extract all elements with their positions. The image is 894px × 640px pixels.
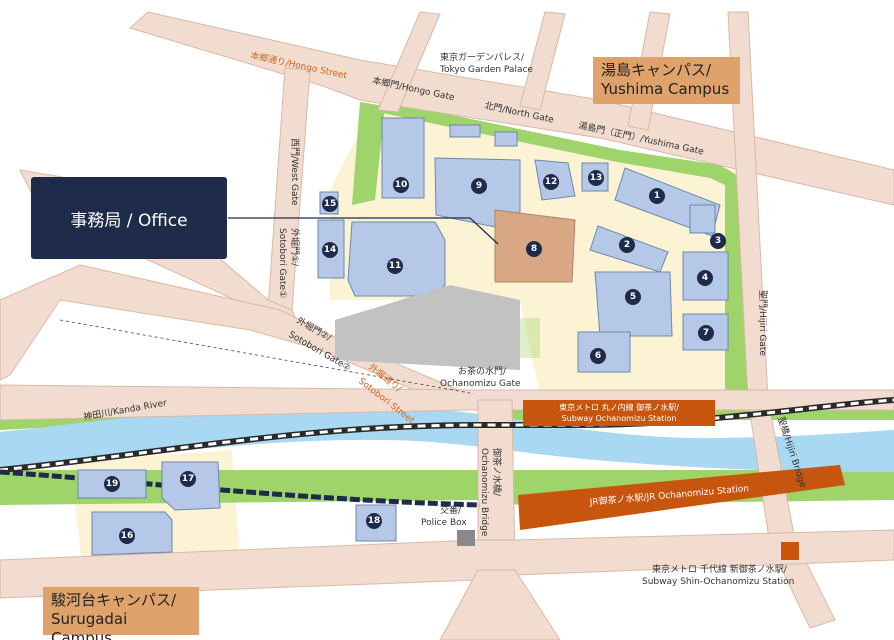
hongo-street-road [128, 11, 894, 206]
ochanomizu-gate-label-1: お茶の水門/ [458, 365, 507, 377]
marker-16[interactable]: 16 [119, 528, 135, 544]
marunouchi-line-dashes [0, 398, 894, 472]
svg-text:11: 11 [389, 261, 402, 271]
marker-11[interactable]: 11 [387, 258, 403, 274]
subway-ochanomizu-station-label: 東京メトロ 丸ノ内線 御茶ノ水駅/ Subway Ochanomizu Stat… [523, 400, 715, 426]
tokyo-garden-palace-label-2: Tokyo Garden Palace [439, 65, 533, 75]
annex-1 [449, 124, 481, 138]
svg-text:3: 3 [715, 236, 721, 246]
police-box-label-1: 交番/ [440, 504, 462, 516]
jr-ochanomizu-platform [518, 465, 845, 530]
svg-text:10: 10 [395, 180, 408, 190]
courtyard [335, 285, 520, 370]
marker-14[interactable]: 14 [322, 242, 338, 258]
marker-6[interactable]: 6 [590, 348, 606, 364]
shin-ochanomizu-label-1: 東京メトロ 千代線 新御茶ノ水駅/ [652, 563, 788, 575]
yushima-campus-label-en: Yushima Campus [601, 80, 730, 98]
yushima-campus-label-jp: 湯島キャンパス/ [601, 61, 712, 79]
svg-text:6: 6 [595, 351, 601, 361]
ochanomizu-bridge-label-1: 御茶ノ水橋/ [491, 448, 503, 497]
marker-3[interactable]: 3 [710, 233, 726, 249]
marker-18[interactable]: 18 [366, 513, 382, 529]
shin-ochanomizu-marker [781, 542, 799, 560]
west-gate-label: 西門/West Gate [289, 138, 300, 206]
north-street-road-2 [519, 11, 566, 111]
marker-15[interactable]: 15 [322, 196, 338, 212]
surugadai-campus-label-en: Surugadai Campus [51, 610, 128, 640]
building-4-shape [682, 251, 729, 301]
marker-13[interactable]: 13 [588, 170, 604, 186]
office-leader-line [228, 217, 499, 245]
shin-ochanomizu-label-2: Subway Shin-Ochanomizu Station [642, 577, 794, 587]
svg-text:9: 9 [476, 181, 482, 191]
office-label[interactable]: 事務局 / Office [31, 177, 227, 259]
marker-17[interactable]: 17 [180, 471, 196, 487]
subway-ochanomizu-label-en: Subway Ochanomizu Station [561, 414, 677, 423]
tokyo-garden-palace-label-1: 東京ガーデンパレス/ [440, 51, 525, 63]
svg-text:19: 19 [106, 479, 119, 489]
marker-8[interactable]: 8 [526, 241, 542, 257]
building-3-shape [689, 204, 716, 234]
sotobori-gate1-label-1: 外堀門①/ [289, 228, 301, 267]
marker-10[interactable]: 10 [393, 177, 409, 193]
marker-9[interactable]: 9 [471, 178, 487, 194]
green-belt-west [352, 102, 385, 205]
surugadai-campus-label-jp: 駿河台キャンパス/ [51, 591, 177, 609]
marker-4[interactable]: 4 [697, 270, 713, 286]
svg-text:7: 7 [703, 328, 709, 338]
south-branch-road [439, 569, 561, 640]
embankment-road [0, 384, 894, 421]
north-street-road [377, 11, 441, 113]
building-markers: 1 2 3 4 5 6 7 8 9 10 11 12 13 14 15 16 1… [104, 170, 726, 544]
svg-text:18: 18 [368, 516, 381, 526]
police-box-shape [457, 530, 475, 546]
hijiri-gate-label: 聖門/Hijiri Gate [757, 290, 768, 356]
svg-text:5: 5 [630, 292, 636, 302]
subway-ochanomizu-label-jp: 東京メトロ 丸ノ内線 御茶ノ水駅/ [559, 403, 679, 412]
svg-text:2: 2 [624, 240, 630, 250]
west-road [267, 67, 311, 311]
surugadai-campus-label: 駿河台キャンパス/ Surugadai Campus [43, 587, 199, 640]
chuo-line [0, 469, 481, 508]
ochanomizu-bridge-label-2: Ochanomizu Bridge [479, 448, 489, 537]
svg-text:15: 15 [324, 199, 337, 209]
marker-12[interactable]: 12 [543, 174, 559, 190]
ochanomizu-gate-label-2: Ochanomizu Gate [440, 379, 521, 389]
marker-2[interactable]: 2 [619, 237, 635, 253]
sotobori-gate1-label-2: Sotobori Gate① [277, 228, 287, 298]
marker-5[interactable]: 5 [625, 289, 641, 305]
marker-1[interactable]: 1 [649, 188, 665, 204]
svg-text:17: 17 [182, 474, 195, 484]
yushima-campus-label: 湯島キャンパス/ Yushima Campus [593, 57, 740, 104]
kanda-river [0, 404, 894, 472]
marker-19[interactable]: 19 [104, 476, 120, 492]
svg-text:14: 14 [324, 245, 337, 255]
svg-text:4: 4 [702, 273, 708, 283]
marker-7[interactable]: 7 [698, 325, 714, 341]
svg-text:8: 8 [531, 244, 537, 254]
svg-text:16: 16 [121, 531, 134, 541]
svg-text:1: 1 [654, 191, 660, 201]
building-10-shape [381, 117, 425, 199]
police-box-label-2: Police Box [421, 518, 467, 528]
hijiri-road [727, 11, 836, 629]
annex-2 [494, 131, 518, 147]
svg-text:12: 12 [545, 177, 558, 187]
svg-text:13: 13 [590, 173, 603, 183]
